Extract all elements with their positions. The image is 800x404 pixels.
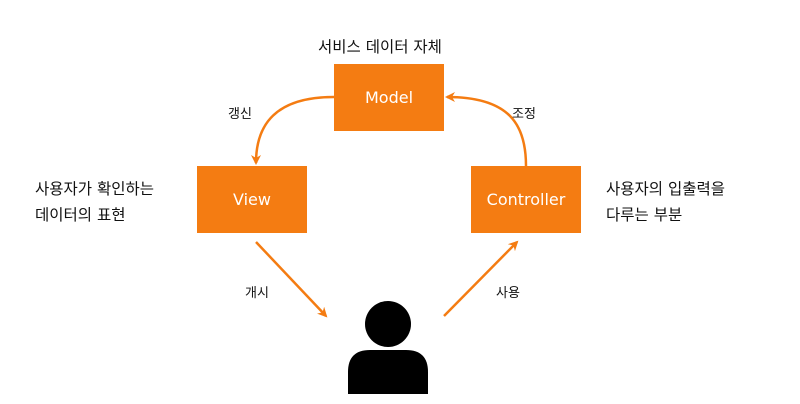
controller-caption-line1: 사용자의 입출력을 xyxy=(606,180,726,198)
view-box: View xyxy=(197,166,307,233)
arrow-label-use: 사용 xyxy=(496,286,520,301)
controller-caption: 사용자의 입출력을 다루는 부분 xyxy=(606,176,725,228)
view-label: View xyxy=(233,190,271,209)
arrow-label-show: 개시 xyxy=(245,286,269,301)
view-caption: 사용자가 확인하는 데이터의 표현 xyxy=(35,176,154,228)
arrow-label-adjust: 조정 xyxy=(512,107,536,122)
arrow-controller-to-model xyxy=(445,92,528,167)
model-box: Model xyxy=(334,64,444,131)
arrow-model-to-view xyxy=(251,95,335,165)
view-caption-line1: 사용자가 확인하는 xyxy=(35,180,155,198)
view-caption-line2: 데이터의 표현 xyxy=(35,206,126,224)
controller-label: Controller xyxy=(486,190,566,209)
arrow-user-to-controller xyxy=(443,240,519,317)
model-label: Model xyxy=(364,88,414,107)
user-icon xyxy=(348,301,428,394)
controller-caption-line2: 다루는 부분 xyxy=(606,206,683,224)
controller-box: Controller xyxy=(471,166,581,233)
arrow-view-to-user xyxy=(255,241,328,318)
arrow-label-update: 갱신 xyxy=(228,107,252,122)
model-caption: 서비스 데이터 자체 xyxy=(318,38,442,56)
